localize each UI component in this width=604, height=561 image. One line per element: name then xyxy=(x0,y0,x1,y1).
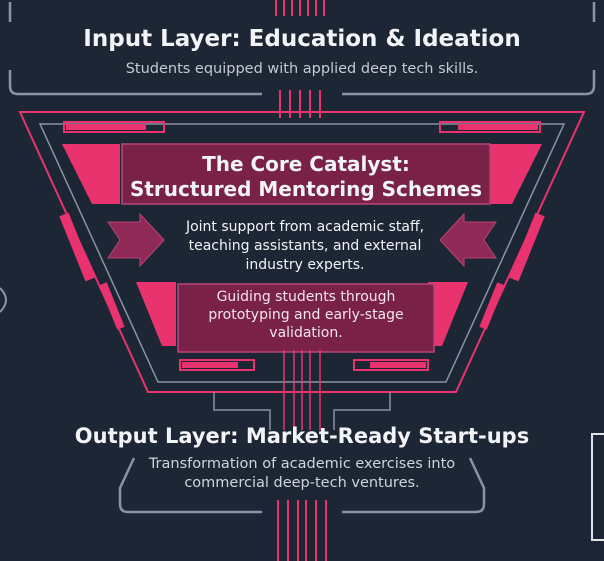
core-catalyst-title: The Core Catalyst: Structured Mentoring … xyxy=(128,152,484,202)
output-layer-subtitle-line1: Transformation of academic exercises int… xyxy=(148,456,456,472)
input-frame xyxy=(8,2,596,96)
right-edge-bracket xyxy=(591,433,604,541)
output-layer-subtitle-line2: commercial deep-tech ventures. xyxy=(184,475,420,491)
output-frame xyxy=(118,457,486,514)
input-layer-subtitle: Students equipped with applied deep tech… xyxy=(125,61,479,77)
central-stream-lines xyxy=(283,350,321,430)
core-catalyst-title-line2: Structured Mentoring Schemes xyxy=(129,177,483,201)
left-lower-triangle xyxy=(136,282,176,346)
guide-text: Guiding students through prototyping and… xyxy=(208,289,404,341)
bottom-left-accent-bar xyxy=(179,359,255,371)
input-connector-lines xyxy=(279,90,321,118)
top-right-accent-bar xyxy=(439,121,541,133)
core-catalyst-panel xyxy=(121,143,491,205)
output-layer-subtitle: Transformation of academic exercises int… xyxy=(0,455,604,493)
top-left-accent-bar xyxy=(63,121,165,133)
left-arrow-icon xyxy=(107,212,165,268)
left-edge-marker xyxy=(0,287,7,313)
input-layer-title: Input Layer: Education & Ideation xyxy=(83,26,521,52)
left-vertical-bar xyxy=(59,212,95,282)
output-layer-title: Output Layer: Market-Ready Start-ups xyxy=(74,424,530,448)
guide-panel xyxy=(177,283,435,353)
top-connector-lines xyxy=(275,0,325,16)
bottom-connector-lines xyxy=(277,500,327,561)
core-catalyst-title-line1: The Core Catalyst: xyxy=(202,152,410,176)
left-upper-triangle xyxy=(62,144,120,204)
funnel-inner-outline xyxy=(38,123,566,383)
support-text: Joint support from academic staff, teach… xyxy=(185,219,425,273)
right-upper-triangle xyxy=(484,144,542,204)
right-arrow-icon xyxy=(439,212,497,268)
right-vertical-bar xyxy=(509,212,545,282)
bottom-right-accent-bar xyxy=(353,359,429,371)
right-lower-triangle xyxy=(428,282,468,346)
